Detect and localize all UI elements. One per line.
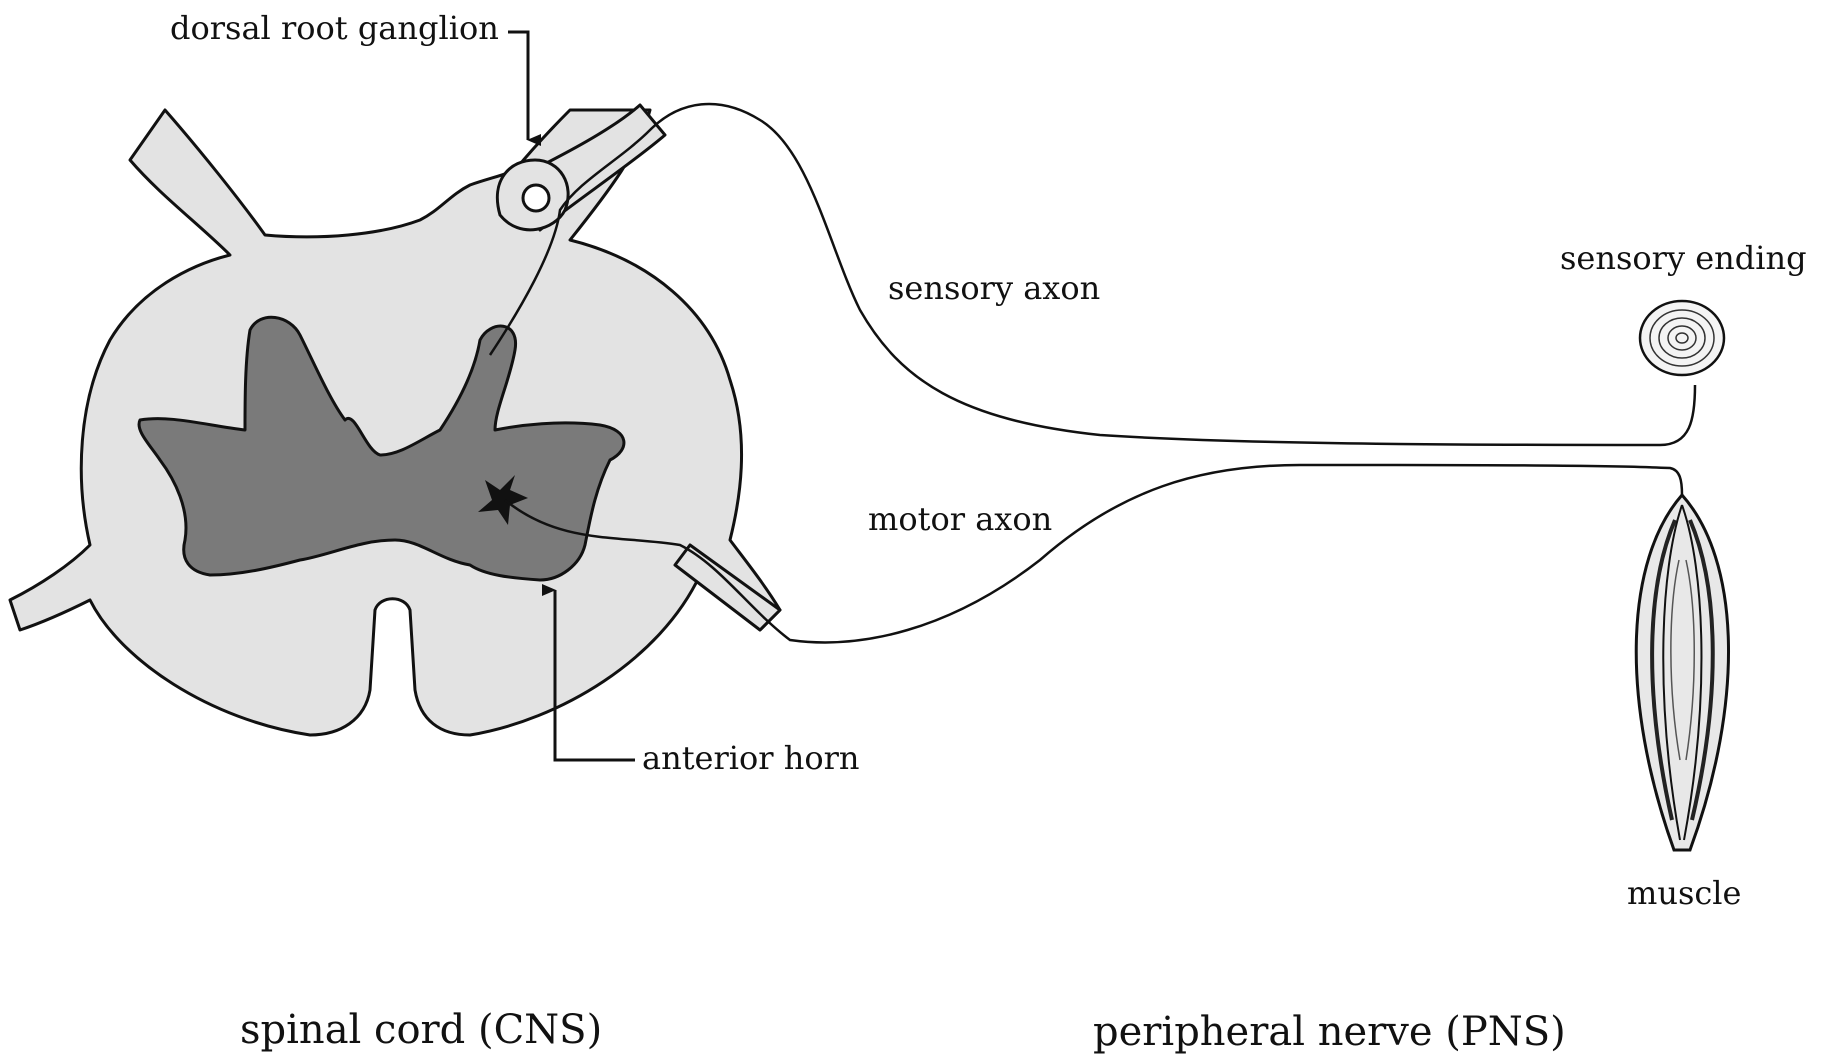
sensory-ending-label: sensory ending: [1560, 242, 1807, 274]
spinal-cord-caption: spinal cord (CNS): [240, 1010, 602, 1050]
dorsal-root-ganglion-arrow: [508, 32, 528, 140]
anterior-horn-label: anterior horn: [642, 742, 860, 774]
dorsal-root-ganglion-label: dorsal root ganglion: [170, 12, 499, 44]
muscle-label: muscle: [1627, 877, 1741, 909]
muscle-icon: [1636, 495, 1728, 850]
sensory-axon-label: sensory axon: [888, 272, 1100, 304]
peripheral-nerve-caption: peripheral nerve (PNS): [1093, 1012, 1566, 1052]
motor-axon-label: motor axon: [868, 503, 1052, 535]
ganglion-cell: [523, 185, 549, 211]
spinal-cord-white-matter: [10, 110, 780, 735]
sensory-ending-icon: [1640, 301, 1724, 375]
